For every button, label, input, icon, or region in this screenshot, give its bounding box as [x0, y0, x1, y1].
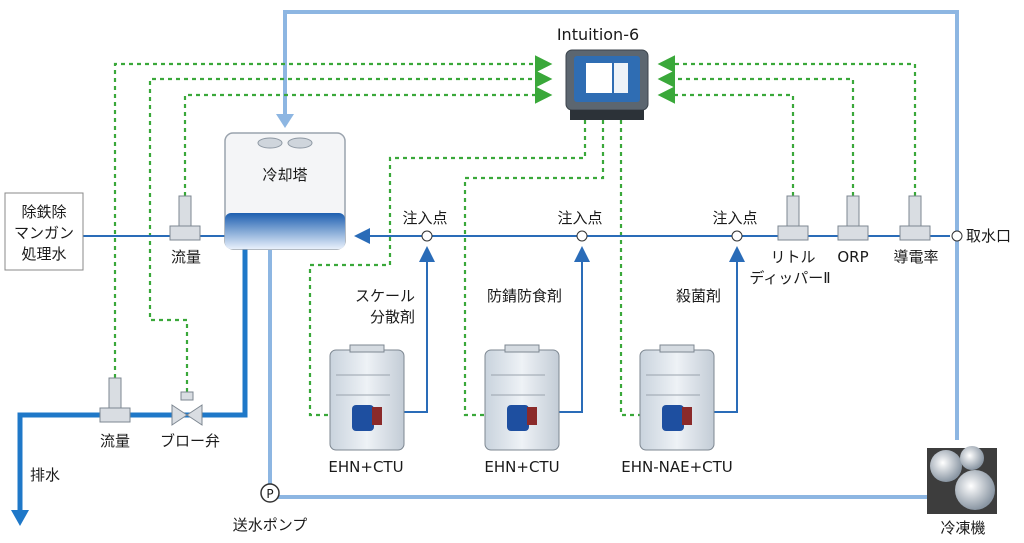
orp-label: ORP: [837, 248, 868, 266]
dipper-label-2: ディッパーⅡ: [749, 269, 830, 287]
pump-label: EHN+CTU: [328, 458, 403, 476]
anticorrosion-label: 防錆防食剤: [487, 287, 562, 305]
pump-label: EHN-NAE+CTU: [621, 458, 733, 476]
feed-pump-label: 送水ポンプ: [233, 516, 308, 534]
tower-label: 冷却塔: [262, 166, 307, 184]
flow-sensor-top-icon: [169, 195, 201, 241]
injection-point-label: 注入点: [557, 209, 602, 227]
chiller-icon: [927, 446, 997, 514]
dipper-label-1: リトル: [770, 248, 815, 266]
drain-label: 排水: [30, 466, 60, 484]
conductivity-sensor-icon: [899, 195, 931, 241]
signal-lines: [113, 55, 917, 424]
controller-device-icon: [565, 49, 649, 120]
scale-label-1: スケール: [355, 287, 415, 305]
conductivity-label: 導電率: [893, 248, 938, 266]
chemical-tank-pump-icon: [639, 344, 715, 451]
flow-sensor-bottom-icon: [99, 377, 131, 423]
chemical-tank-pump-icon: [484, 344, 560, 451]
intake-label: 取水口: [966, 227, 1011, 245]
source-line-1: 除鉄除: [21, 203, 66, 221]
pump-label: EHN+CTU: [484, 458, 559, 476]
injection-point-label: 注入点: [402, 209, 447, 227]
source-line-2: マンガン: [14, 224, 74, 242]
loop-inlet-arrow: [276, 114, 294, 128]
injection-point-icon: [576, 230, 588, 242]
feed-pump-symbol: P: [266, 487, 273, 501]
dipper-sensor-icon: [777, 195, 809, 241]
drain-arrow: [11, 510, 29, 526]
blow-valve-label: ブロー弁: [160, 432, 220, 450]
injection-point-label: 注入点: [712, 209, 757, 227]
source-line-3: 処理水: [21, 245, 66, 263]
blow-valve-icon: [171, 391, 203, 426]
fan-icon: [257, 137, 313, 149]
injection-point-icon: [731, 230, 743, 242]
drain-pipe: [17, 248, 248, 512]
injection-point-icon: [421, 230, 433, 242]
chemical-tank-pump-icon: [329, 344, 405, 451]
source-water-box: [4, 192, 84, 271]
cooling-tower: [224, 132, 346, 250]
orp-sensor-icon: [837, 195, 869, 241]
flow-top-label: 流量: [171, 248, 201, 266]
flow-bottom-label: 流量: [100, 432, 130, 450]
biocide-label: 殺菌剤: [676, 287, 721, 305]
feed-pump-icon: [260, 483, 280, 503]
intake-icon: [951, 230, 963, 242]
scale-label-2: 分散剤: [370, 308, 415, 326]
controller-label: Intuition-6: [557, 25, 639, 44]
chiller-label: 冷凍機: [940, 519, 985, 537]
